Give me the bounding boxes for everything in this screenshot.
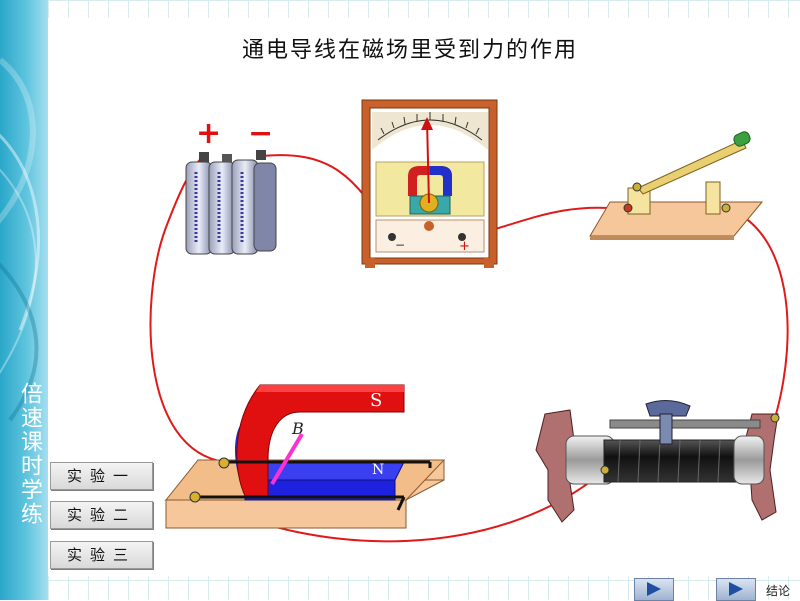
- page-title: 通电导线在磁场里受到力的作用: [241, 38, 578, 63]
- battery-negative-terminal: [256, 150, 266, 160]
- next-page-button[interactable]: [716, 578, 756, 601]
- rheostat-slider: [645, 400, 691, 417]
- ammeter-plus-label: +: [459, 239, 470, 254]
- experiment-3-button[interactable]: 实验三: [50, 541, 153, 569]
- battery-plus-symbol: +: [196, 116, 221, 151]
- battery: + −: [185, 116, 277, 255]
- switch-base: [589, 201, 764, 237]
- battery-cell-2: [208, 161, 236, 255]
- sidebar-title: 倍速课时学练: [17, 382, 42, 526]
- sidebar: 倍速课时学练: [0, 0, 48, 600]
- bottom-bar: [48, 576, 800, 600]
- next-button[interactable]: [634, 578, 674, 601]
- knife-switch: [589, 131, 764, 240]
- rheostat-coil: [603, 439, 747, 483]
- rheostat-slide-rod: [609, 419, 761, 429]
- experiment-2-button[interactable]: 实验二: [50, 501, 153, 529]
- ammeter-needle: [426, 119, 430, 204]
- rheostat: [535, 400, 780, 523]
- apparatus-terminal-front: [189, 491, 201, 503]
- play-arrow-icon: [647, 582, 661, 596]
- field-label: B: [291, 419, 304, 438]
- play-arrow-icon: [729, 582, 743, 596]
- battery-minus-symbol: −: [248, 116, 273, 151]
- magnet-apparatus: S N B: [164, 384, 446, 529]
- sidebar-wave-decoration: [0, 57, 41, 422]
- rheostat-right-cap: [733, 435, 765, 485]
- ammeter-positive-terminal: [458, 233, 466, 241]
- switch-clip: [705, 181, 721, 215]
- wire-switch-to-rheostat: [725, 207, 789, 419]
- ammeter-negative-terminal: [388, 233, 396, 241]
- rheostat-left-stand: [535, 409, 575, 523]
- battery-cell-1: [185, 161, 213, 255]
- battery-positive-terminal: [199, 152, 209, 162]
- ammeter-minus-label: −: [395, 238, 405, 252]
- magnet-south-label: S: [370, 390, 382, 411]
- magnet-north-label: N: [372, 462, 384, 478]
- experiment-1-button[interactable]: 实验一: [50, 462, 153, 490]
- battery-side-panel: [253, 162, 277, 252]
- conclusion-link[interactable]: 结论: [766, 584, 791, 598]
- apparatus-terminal-back: [218, 457, 230, 469]
- switch-handle: [733, 131, 751, 147]
- conductor-rod: [270, 432, 304, 486]
- switch-blade: [637, 139, 747, 195]
- ammeter-scale: [372, 112, 488, 150]
- ammeter: − +: [361, 99, 498, 268]
